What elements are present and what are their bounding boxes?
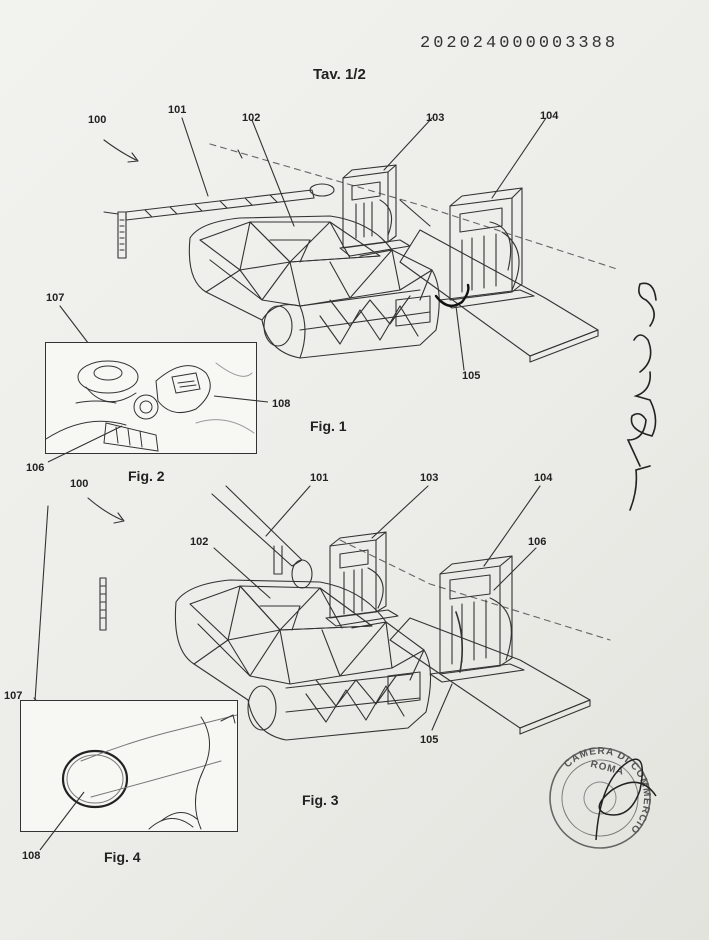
arrow-100-fig3 [87, 497, 123, 521]
ref-106-fig3: 106 [528, 536, 547, 548]
ref-100-fig1: 100 [88, 114, 107, 126]
pump-104-fig3 [429, 555, 525, 683]
car-102-fig1 [188, 215, 440, 359]
ref-104-fig1: 104 [540, 110, 559, 122]
ref-107-fig4: 107 [4, 690, 23, 702]
ref-108-fig2: 108 [272, 398, 291, 410]
fig4-drawing [61, 714, 238, 830]
fig3-label: Fig. 3 [302, 792, 339, 808]
pump-103-fig1 [339, 164, 411, 257]
ref-101-fig1: 101 [168, 104, 187, 116]
barrier-fig1 [103, 183, 335, 259]
ref-107-fig2: 107 [46, 292, 65, 304]
ref-102-fig1: 102 [242, 112, 261, 124]
ref-102-fig3: 102 [190, 536, 209, 548]
barrier-fig3 [99, 485, 313, 631]
fig2-inset [45, 342, 257, 454]
ref-100-fig3: 100 [70, 478, 89, 490]
sheet-label: Tav. 1/2 [313, 66, 366, 83]
ref-103-fig3: 103 [420, 472, 439, 484]
ref-105-fig3: 105 [420, 734, 439, 746]
fig1-label: Fig. 1 [310, 418, 347, 434]
fig2-drawing [45, 360, 255, 452]
arrow-100-fig1 [103, 139, 137, 161]
pump-104-fig1 [439, 187, 535, 309]
ref-106-fig2: 106 [26, 462, 45, 474]
fig2-label: Fig. 2 [128, 468, 165, 484]
fig4-label: Fig. 4 [104, 849, 141, 865]
fig4-inset [20, 700, 238, 832]
ref-108-fig4: 108 [22, 850, 41, 862]
ref-101-fig3: 101 [310, 472, 329, 484]
pump-103-fig3 [325, 531, 399, 627]
car-102-fig3 [174, 579, 432, 741]
cable-105-fig1 [434, 283, 470, 308]
ref-105-fig1: 105 [462, 370, 481, 382]
document-number: 202024000003388 [420, 34, 619, 53]
ref-103-fig1: 103 [426, 112, 445, 124]
ref-104-fig3: 104 [534, 472, 553, 484]
